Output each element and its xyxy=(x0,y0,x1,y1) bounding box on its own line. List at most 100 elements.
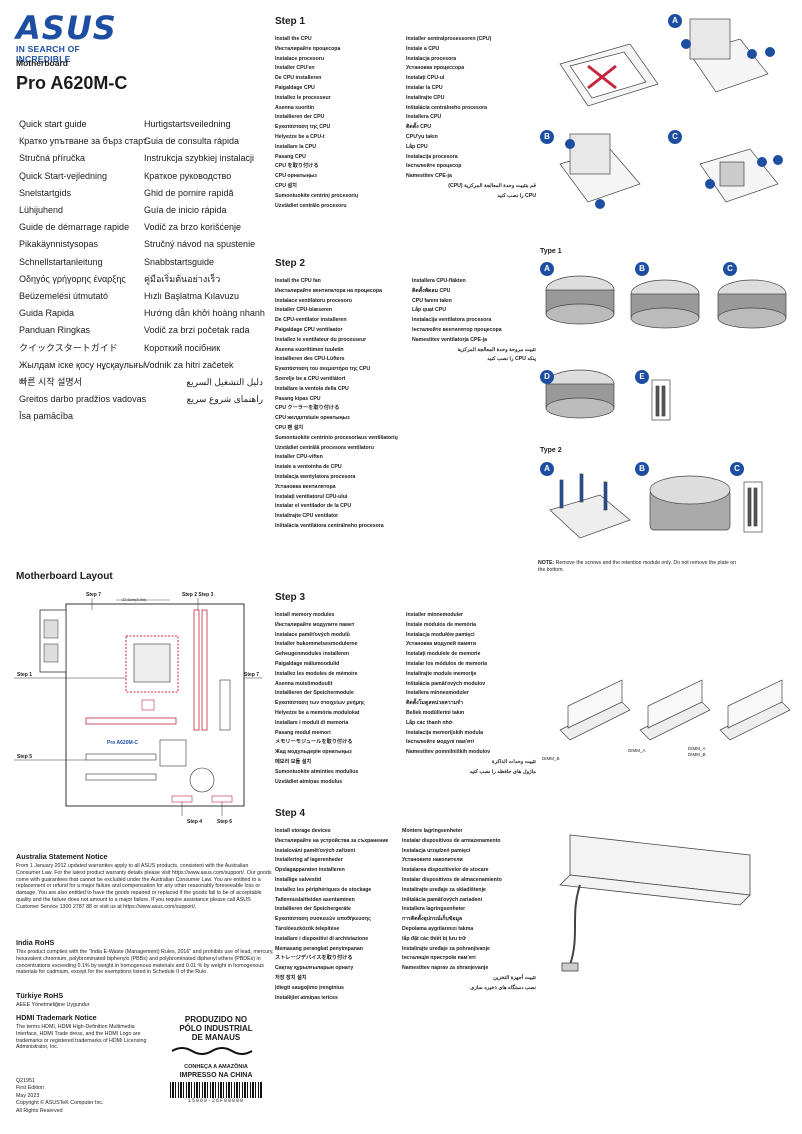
step-language-line: Installare la ventola della CPU xyxy=(275,385,349,392)
guide-title: Stručná příručka xyxy=(19,153,86,164)
step-language-line: Instalar la CPU xyxy=(406,84,443,91)
step-language-line: Helyezze be a CPU-t xyxy=(275,133,325,140)
step-language-line: Інсталюйте процесор xyxy=(406,163,462,170)
step-language-line: Instalacija procesora xyxy=(406,153,458,160)
step-language-line: lắp đặt các thiết bị lưu trữ xyxy=(402,935,467,942)
step-language-line: Lắp CPU xyxy=(406,143,428,150)
step4-title: Step 4 xyxy=(275,808,306,819)
step-language-line: Sumontuokite centrinio procesoriaus vent… xyxy=(275,434,398,441)
step-language-line: Memasang perangkat penyimpanan xyxy=(275,945,363,952)
step-language-line: CPU fanını takın xyxy=(412,297,452,304)
step-language-line: Instalarea dispozitivelor de stocare xyxy=(402,867,489,874)
step-language-line: Інсталюйте вентилятор процесора xyxy=(412,326,502,333)
hdmi-notice-text: The terms HDMI, HDMI High-Definition Mul… xyxy=(16,1024,147,1051)
guide-title: Кратко упътване за бърз старт xyxy=(19,136,148,147)
step1-figure-a-badge: A xyxy=(668,14,682,28)
step-language-line: تثبيت مروحة وحدة المعالجة المركزية xyxy=(457,346,536,353)
type1-e-badge: E xyxy=(635,370,649,384)
type2-note: NOTE: Remove the screws and the retentio… xyxy=(538,560,738,574)
step-language-line: Installieren der CPU xyxy=(275,114,325,121)
step1-figure-b-badge: B xyxy=(540,130,554,144)
type1-c-badge: C xyxy=(723,262,737,276)
guide-title: Vodič za brzo korišćenje xyxy=(144,222,242,233)
guide-title: Pikakäynnistysopas xyxy=(19,239,99,250)
type1-d-badge: D xyxy=(540,370,554,384)
step-language-line: Įdiegti saugojimo įrenginius xyxy=(275,984,344,991)
step-language-line: CPU орнатыңыз xyxy=(275,173,317,180)
step-language-line: Εγκατάσταση συσκευών αποθήκευσης xyxy=(275,916,371,923)
australia-notice-text: From 1 January 2012 updated warranties a… xyxy=(16,863,272,910)
step-language-line: Instalace paměťových modulů xyxy=(275,631,350,638)
step-language-line: Installige salvestid xyxy=(275,876,322,883)
dimm-b-label-2: DIMM_B xyxy=(688,752,706,757)
step-language-line: Instalirajte uređaje za pohranjivanje xyxy=(402,945,490,952)
guide-title: Guida Rapida xyxy=(19,308,75,319)
step1-title: Step 1 xyxy=(275,16,306,27)
step-language-line: Instalacja procesora xyxy=(406,55,457,62)
step1-right-list: Installer sentralprosessoren (CPU)Instal… xyxy=(406,35,536,202)
step-language-line: Inštalácia centrálneho procesora xyxy=(406,104,488,111)
step-language-line: Instalace procesoru xyxy=(275,55,325,62)
asus-logo: ASUS IN SEARCH OF INCREDIBLE xyxy=(16,12,126,64)
step-language-line: Instale a CPU xyxy=(406,45,440,52)
step-language-line: Установка модулей памяти xyxy=(406,641,477,648)
step-language-line: Installer CPU'en xyxy=(275,65,315,72)
barcode-text: 15060-26F00000 xyxy=(187,1098,244,1104)
step-language-line: Install memory modules xyxy=(275,612,335,618)
section-label: Motherboard xyxy=(16,58,68,68)
note-text: Remove the screws and the retention modu… xyxy=(538,560,737,573)
wave-icon xyxy=(171,1047,253,1055)
step-language-line: Bellek modüllerini takın xyxy=(406,709,465,716)
guide-title: Stručný návod na spustenie xyxy=(144,239,256,250)
step-language-line: Installieren der Speichermodule xyxy=(275,690,354,697)
step-language-line: Installer CPU-blæseren xyxy=(275,307,333,314)
step-language-line: Installez le processeur xyxy=(275,94,331,101)
step-language-line: ติดตั้ง CPU xyxy=(406,124,432,131)
step-language-line: 저장 장치 설치 xyxy=(275,974,307,981)
step-language-line: Pasang CPU xyxy=(275,153,306,160)
step-language-line: ماژول های حافظه را نصب کنید xyxy=(469,768,536,775)
step-language-line: Installare i dispositivi di archiviazion… xyxy=(275,935,369,942)
step-language-line: تثبيت وحدات الذاكرة xyxy=(491,758,536,765)
board-name-label: Pro A620M-C xyxy=(107,740,138,746)
step-language-line: Installez le ventilateur du processeur xyxy=(275,336,367,343)
step7-top-label: Step 7 xyxy=(86,592,102,598)
guide-title: Īsa pamācība xyxy=(19,411,74,422)
dimm-b-label-1: DIMM_B xyxy=(542,756,560,761)
step-language-line: Instalace ventilátoru procesoru xyxy=(275,297,352,304)
step-language-line: Εγκατάσταση του ανεμιστήρα της CPU xyxy=(275,366,371,373)
step-language-line: CPU を取り付ける xyxy=(275,163,319,170)
step-language-line: Asenna suorittimen tuuletin xyxy=(275,346,344,353)
step-language-line: Tallennuslaitteiden asentaminen xyxy=(275,896,355,903)
step-language-line: Instalirajte CPU xyxy=(406,94,445,101)
step7-right-label: Step 7 xyxy=(244,672,260,678)
step-language-line: Installera minnesmoduler xyxy=(406,690,469,697)
dimm-a-label-2: DIMM_A xyxy=(688,746,706,751)
type2-label: Type 2 xyxy=(540,447,562,454)
step-language-line: Szerelje be a CPU ventilátort xyxy=(275,375,346,382)
edition: First Edition xyxy=(16,1085,44,1092)
guide-title: Quick Start-vejledning xyxy=(19,170,108,181)
step-language-line: Instalacija ventilatora procesora xyxy=(412,317,492,324)
step-language-line: Asenna suoritin xyxy=(275,104,315,111)
step-language-line: Installera CPU-fläkten xyxy=(412,278,466,284)
dimm-a-label-1: DIMM_A xyxy=(628,748,646,753)
guide-title: Hurtigstartsveiledning xyxy=(144,119,231,129)
step-language-line: Lắp các thanh nhớ xyxy=(406,719,453,726)
step1-cpu-figures: A B C xyxy=(540,14,790,239)
guide-title: Vodnik za hitri začetek xyxy=(144,359,234,370)
step2-step3-label: Step 2 Step 3 xyxy=(182,592,214,598)
step-language-line: Instalar los módulos de memoria xyxy=(406,660,488,667)
model-title: Pro A620M-C xyxy=(16,73,128,93)
stamp-line3: DE MANAUS xyxy=(191,1033,241,1042)
guide-title: 빠른 시작 설명서 xyxy=(19,377,82,388)
step-language-line: Инсталирайте на устройства за съхранение xyxy=(275,837,389,844)
australia-notice-title: Australia Statement Notice xyxy=(16,852,108,861)
guide-title: Instrukcja szybkiej instalacji xyxy=(144,153,255,164)
document-code: Q21951 xyxy=(16,1078,35,1084)
step-language-line: De CPU-ventilator installeren xyxy=(275,317,347,324)
